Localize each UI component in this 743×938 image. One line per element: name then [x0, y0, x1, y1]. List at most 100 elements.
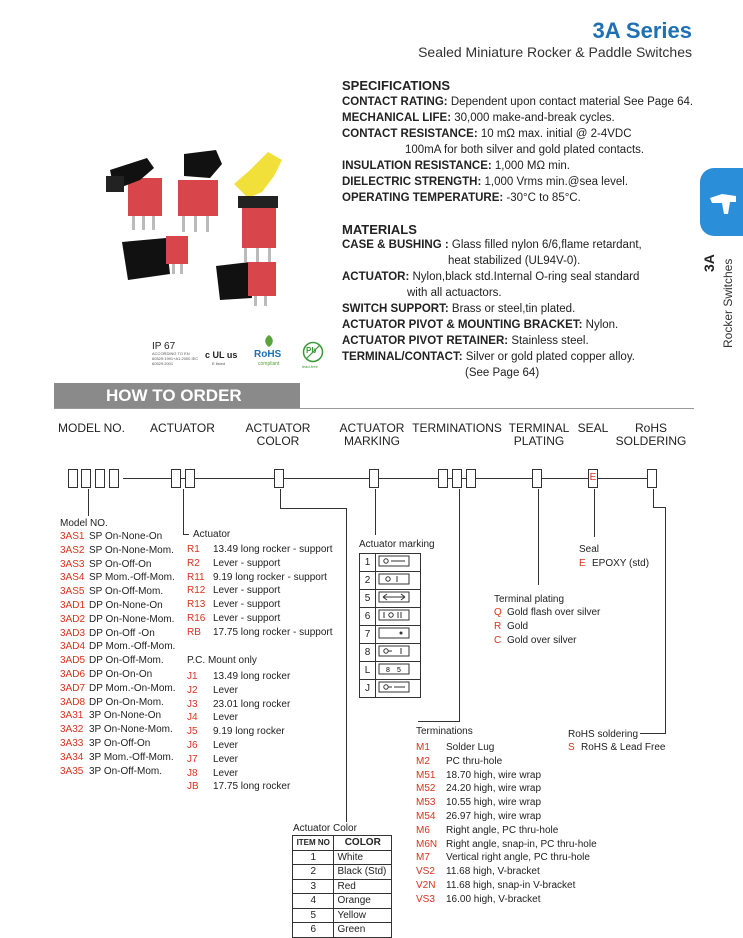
termination-code: VS2	[416, 866, 435, 878]
pc-mount-code: JB	[187, 781, 199, 793]
actuator-heading: Actuator	[193, 529, 231, 540]
ip67-label: IP 67	[152, 341, 176, 352]
rohs-desc: RoHS & Lead Free	[581, 742, 666, 753]
actuator-code: R2	[187, 557, 200, 569]
marking-row: 8	[359, 643, 421, 662]
rohs-note: compliant	[258, 361, 280, 367]
color-name: Black (Std)	[333, 864, 392, 880]
specifications-list: CONTACT RATING: Dependent upon contact m…	[342, 94, 693, 206]
spec-line: OPERATING TEMPERATURE: -30°C to 85°C.	[342, 192, 581, 204]
code-box-model	[68, 469, 78, 488]
color-item-no: 4	[291, 893, 335, 909]
switch-yellow-lever	[234, 152, 282, 262]
pc-mount-code: J8	[187, 767, 198, 779]
col-terminations: TERMINATIONS	[412, 421, 502, 435]
specifications-heading: SPECIFICATIONS	[342, 78, 451, 93]
model-no-desc: SP On-Off-On	[89, 558, 152, 570]
pc-mount-heading: P.C. Mount only	[187, 655, 257, 666]
spec-line: CONTACT RESISTANCE: 10 mΩ max. initial @…	[342, 128, 632, 140]
side-tab	[700, 168, 743, 236]
model-no-code: 3AD4	[60, 641, 86, 653]
marking-code: 5	[359, 589, 376, 608]
termination-desc: Right angle, PC thru-hole	[446, 824, 559, 836]
marking-symbol	[375, 643, 421, 662]
connector-rohs	[665, 507, 666, 733]
pc-mount-desc: Lever	[213, 767, 239, 779]
pc-mount-desc: 13.49 long rocker	[213, 671, 291, 682]
model-no-desc: 3P On-None-Mom.	[89, 724, 173, 736]
code-box-plating	[532, 469, 542, 488]
actuator-desc: Lever - support	[213, 612, 281, 624]
material-line: ACTUATOR PIVOT RETAINER: Stainless steel…	[342, 335, 589, 347]
plating-desc: Gold flash over silver	[507, 607, 601, 618]
pb-label: Pb	[306, 346, 317, 355]
connector-model	[88, 489, 89, 516]
marking-symbol-icon	[378, 609, 410, 621]
spec-line: DIELECTRIC STRENGTH: 1,000 Vrms min.@sea…	[342, 176, 629, 188]
color-item-no: 5	[291, 907, 335, 923]
model-no-item: 3A32 3P On-None-Mom.	[60, 723, 176, 737]
col-actuator-color: ACTUATOR COLOR	[245, 421, 311, 448]
actuator-desc: 9.19 long rocker - support	[213, 571, 327, 583]
model-no-code: 3AS2	[60, 544, 85, 556]
termination-code: M54	[416, 810, 436, 822]
spec-line: 100mA for both silver and gold plated co…	[405, 144, 645, 156]
marking-code: J	[359, 679, 376, 698]
pc-mount-desc: 23.01 long rocker	[213, 698, 291, 710]
model-no-desc: 3P On-None-On	[89, 710, 162, 722]
pc-mount-code: J2	[187, 684, 198, 696]
connector-color	[280, 508, 346, 509]
termination-desc: Vertical right angle, PC thru-hole	[446, 852, 590, 864]
series-subtitle: Sealed Miniature Rocker & Paddle Switche…	[418, 44, 692, 60]
marking-row: J	[359, 679, 421, 698]
material-line: TERMINAL/CONTACT: Silver or gold plated …	[342, 351, 635, 363]
marking-code: 7	[359, 625, 376, 644]
pc-mount-code: J5	[187, 726, 198, 738]
model-no-desc: DP On-On-On	[89, 668, 153, 680]
pb-free-icon	[302, 341, 324, 363]
color-name: Orange	[333, 893, 392, 909]
termination-desc: Right angle, snap-in, PC thru-hole	[446, 838, 597, 850]
switch-black-angled	[216, 262, 276, 306]
marking-symbol-icon	[378, 681, 410, 693]
termination-code: M51	[416, 769, 436, 781]
how-to-order-bar	[54, 383, 300, 409]
pc-mount-desc: Lever	[213, 712, 239, 724]
rocker-switch-icon	[710, 194, 736, 214]
color-col-color: COLOR	[333, 835, 392, 851]
marking-symbol	[375, 589, 421, 608]
model-no-code: 3AS4	[60, 572, 85, 584]
termination-code: V2N	[416, 879, 436, 891]
pc-mount-code: J6	[187, 739, 198, 751]
connector-rohs	[653, 507, 665, 508]
model-no-code: 3A32	[60, 724, 84, 736]
marking-heading: Actuator marking	[359, 539, 435, 550]
marking-code: 1	[359, 553, 376, 572]
model-no-desc: DP On-None-Mom.	[89, 613, 175, 625]
terminations-heading: Terminations	[416, 726, 473, 737]
marking-symbol-icon	[378, 591, 410, 603]
termination-desc: 16.00 high, V-bracket	[446, 893, 541, 905]
model-no-desc: 3P Mom.-Off-Mom.	[89, 751, 174, 763]
material-line: heat stabilized (UL94V-0).	[448, 255, 581, 267]
